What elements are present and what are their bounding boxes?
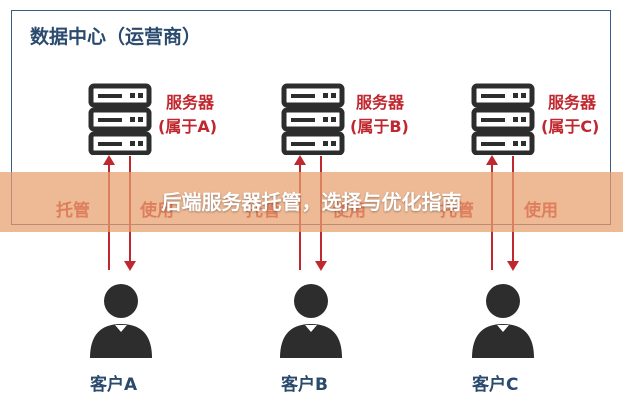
server-icon-b xyxy=(281,83,345,155)
server-a-label-line2: (属于A) xyxy=(158,117,218,136)
server-b-label-line1: 服务器 xyxy=(356,93,405,112)
user-icon-b xyxy=(280,284,342,358)
user-icon-a xyxy=(90,284,152,358)
server-a-label-line1: 服务器 xyxy=(166,93,215,112)
server-icon-a xyxy=(88,83,152,155)
datacenter-title: 数据中心（运营商） xyxy=(30,26,202,48)
server-b-label-line2: (属于B) xyxy=(350,117,409,136)
server-icon-c xyxy=(471,83,535,155)
client-a-label: 客户A xyxy=(90,375,138,395)
server-c-label-line1: 服务器 xyxy=(548,93,597,112)
client-c-label: 客户C xyxy=(472,375,519,395)
user-icon-c xyxy=(472,284,534,358)
client-b-label: 客户B xyxy=(281,375,328,395)
server-c-label-line2: (属于C) xyxy=(541,117,600,136)
banner-title: 后端服务器托管，选择与优化指南 xyxy=(161,190,462,214)
title-banner xyxy=(0,172,623,232)
